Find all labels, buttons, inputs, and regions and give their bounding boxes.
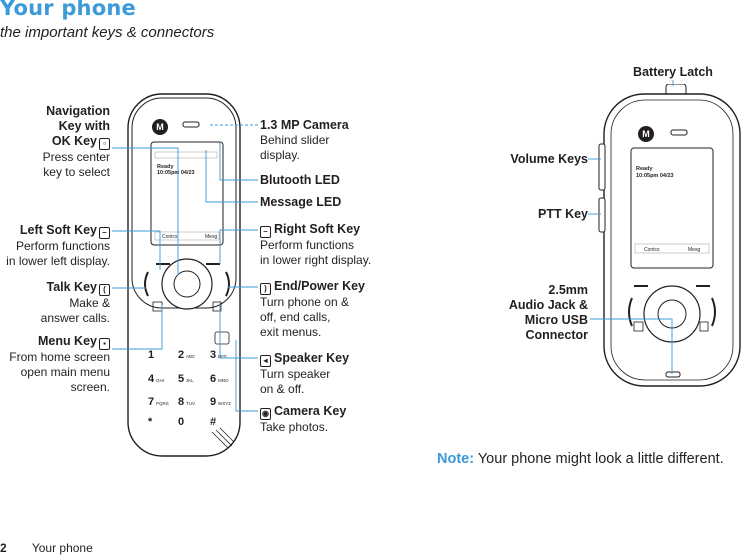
note: Note: Your phone might look a little dif… — [437, 451, 724, 467]
camera-key-icon: ◉ — [260, 408, 271, 420]
svg-text:8: 8 — [178, 396, 184, 408]
svg-text:TUV: TUV — [186, 401, 195, 406]
callout-camera-key: ◉Camera Key Take photos. — [260, 404, 347, 434]
talk-key — [144, 271, 149, 297]
svg-text:Ready: Ready — [157, 164, 174, 170]
callout-message-led: Message LED — [260, 195, 342, 209]
page-title: Your phone — [0, 0, 136, 20]
svg-text:2: 2 — [178, 349, 184, 361]
right-soft-key-icon: – — [260, 226, 271, 238]
camera-key-icon — [214, 331, 230, 345]
page-number: 2 — [0, 541, 7, 555]
svg-text:Contcs: Contcs — [162, 234, 178, 240]
svg-text:M: M — [642, 129, 650, 139]
svg-text:Contcs: Contcs — [644, 247, 660, 253]
end-power-key-icon: ) — [260, 283, 271, 295]
callout-battery-latch: Battery Latch — [633, 65, 713, 79]
ok-key — [173, 270, 201, 298]
talk-key-icon: ( — [99, 284, 110, 296]
speaker-key-icon — [212, 301, 222, 312]
speaker-key-icon: ◂ — [260, 355, 271, 367]
svg-text:1: 1 — [148, 349, 154, 361]
usb-connector — [665, 371, 681, 378]
callout-end-power-key: )End/Power Key Turn phone on & off, end … — [260, 279, 365, 339]
slider-phone-illustration: M Ready 10:05pm 04/23 Contcs Mesg 1 2 3 4 5… — [127, 93, 241, 457]
callout-speaker-key: ◂Speaker Key Turn speaker on & off. — [260, 351, 350, 396]
motorola-logo-icon — [152, 119, 168, 135]
callout-ptt-key: PTT Key — [537, 207, 588, 221]
svg-text:Mesg: Mesg — [688, 247, 700, 253]
callout-volume-keys: Volume Keys — [510, 152, 588, 166]
callout-left-soft-key: Left Soft Key– Perform functions in lowe… — [6, 223, 110, 268]
svg-text:GHI: GHI — [156, 378, 164, 383]
svg-text:JKL: JKL — [186, 378, 194, 383]
svg-text:9: 9 — [210, 396, 216, 408]
callout-right-soft-key: –Right Soft Key Perform functions in low… — [260, 222, 372, 267]
svg-text:#: # — [210, 416, 216, 428]
callout-talk-key: Talk Key( Make & answer calls. — [40, 280, 110, 325]
svg-text:PQRS: PQRS — [156, 401, 169, 406]
svg-text:DEF: DEF — [218, 354, 227, 359]
left-soft-key-icon: – — [99, 227, 110, 239]
svg-text:10:05pm 04/23: 10:05pm 04/23 — [636, 173, 674, 179]
end-power-key — [225, 271, 230, 297]
ptt-key — [598, 197, 606, 233]
candybar-phone-illustration: M Ready 10:05pm 04/23 Contcs Mesg — [598, 84, 741, 387]
svg-text:*: * — [148, 416, 153, 428]
svg-text:6: 6 — [210, 373, 216, 385]
svg-text:WXYZ: WXYZ — [218, 401, 231, 406]
callout-menu-key: Menu Key▪ From home screen open main men… — [9, 334, 110, 394]
svg-text:ABC: ABC — [186, 354, 196, 359]
note-label: Note: — [437, 451, 475, 467]
svg-text:5: 5 — [178, 373, 184, 385]
svg-text:MNO: MNO — [218, 378, 229, 383]
callout-audio-jack: 2.5mm Audio Jack & Micro USB Connector — [508, 283, 588, 342]
callout-navigation-key: Navigation Key with OK Key▫ Press center… — [42, 104, 110, 179]
svg-text:Mesg: Mesg — [205, 234, 217, 240]
section-name: Your phone — [31, 541, 93, 555]
note-text: Your phone might look a little different… — [477, 451, 724, 467]
callout-camera-lens: 1.3 MP Camera Behind slider display. — [260, 118, 349, 162]
svg-text:7: 7 — [148, 396, 154, 408]
page-footer: 2 Your phone — [0, 541, 93, 555]
svg-text:10:05pm 04/23: 10:05pm 04/23 — [157, 170, 195, 176]
volume-keys — [598, 143, 606, 191]
motorola-logo-icon — [638, 126, 654, 142]
menu-key-icon: ▪ — [99, 338, 110, 350]
svg-text:0: 0 — [178, 416, 184, 428]
svg-text:M: M — [156, 122, 164, 132]
svg-text:Ready: Ready — [636, 166, 653, 172]
svg-text:3: 3 — [210, 349, 216, 361]
page-subtitle: the important keys & connectors — [0, 24, 215, 41]
callout-bluetooth-led: Blutooth LED — [260, 173, 340, 187]
ok-key-icon: ▫ — [99, 138, 110, 150]
svg-text:4: 4 — [148, 373, 155, 385]
